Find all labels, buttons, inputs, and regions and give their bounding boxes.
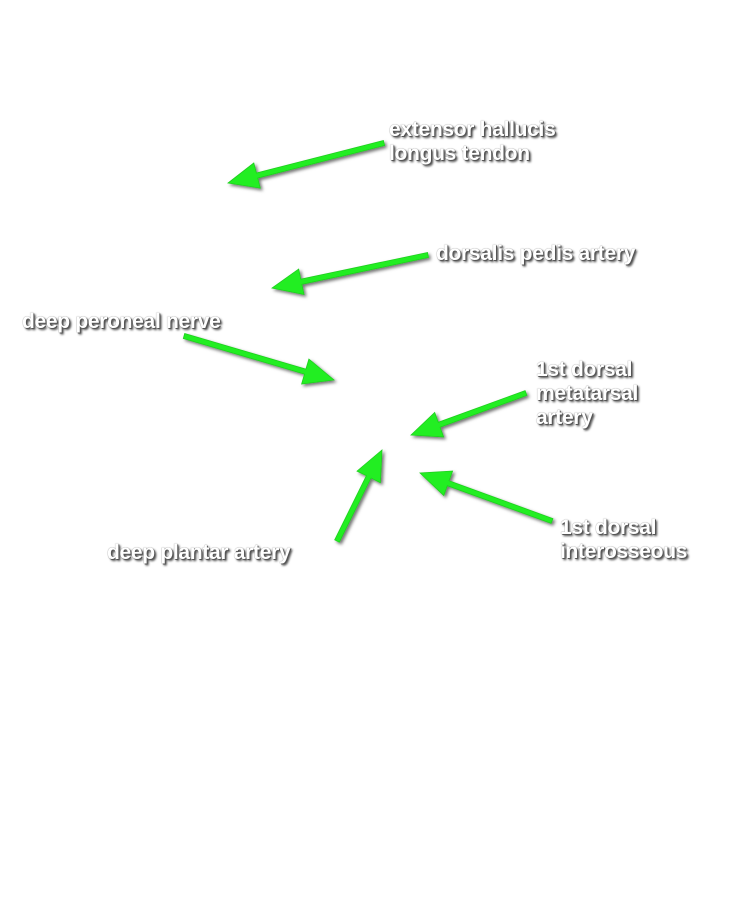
label-line: deep plantar artery (107, 541, 291, 564)
arrow-dorsalis-pedis-artery (271, 252, 429, 296)
arrow-first-dorsal-metatarsal-artery (410, 390, 528, 438)
label-line: metatarsal (536, 382, 639, 405)
label-line: extensor hallucis (389, 118, 556, 141)
arrow-extensor-hallucis-longus-tendon (227, 140, 386, 189)
arrow-deep-peroneal-nerve (182, 333, 335, 385)
label-first-dorsal-interosseous: 1st dorsal interosseous (560, 516, 687, 564)
label-line: 1st dorsal (560, 516, 657, 539)
label-deep-peroneal-nerve: deep peroneal nerve (22, 310, 221, 334)
arrow-first-dorsal-interosseous (419, 470, 554, 524)
label-line: interosseous (560, 540, 688, 563)
label-line: deep peroneal nerve (22, 310, 221, 333)
label-deep-plantar-artery: deep plantar artery (107, 541, 291, 565)
label-line: dorsalis pedis artery (436, 242, 636, 265)
label-line: artery (536, 406, 593, 429)
label-first-dorsal-metatarsal-artery: 1st dorsal metatarsal artery (536, 358, 638, 430)
label-line: longus tendon (389, 142, 530, 165)
label-extensor-hallucis-longus-tendon: extensor hallucis longus tendon (389, 118, 556, 166)
label-line: 1st dorsal (536, 358, 633, 381)
label-dorsalis-pedis-artery: dorsalis pedis artery (436, 242, 635, 266)
arrow-deep-plantar-artery (334, 449, 383, 543)
